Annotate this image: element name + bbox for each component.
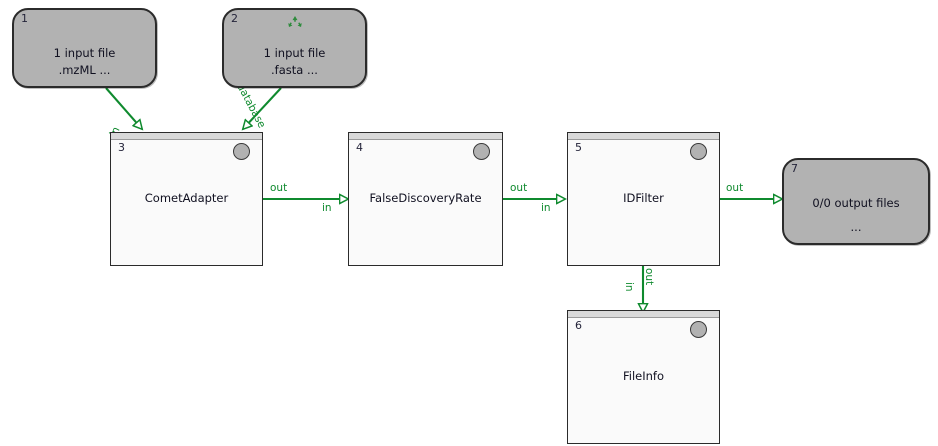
node-tool-cometadapter[interactable]: 3 CometAdapter: [110, 132, 263, 266]
node-titlebar: [568, 311, 719, 318]
node-tool-idfilter[interactable]: 5 IDFilter: [567, 132, 720, 266]
edge-input1-to-cometadapter: [105, 87, 142, 129]
port-label-out-idfilter-to-fileinfo: out: [643, 268, 655, 286]
port-label-in-idfilter: in: [541, 202, 551, 214]
node-index-6: 6: [575, 319, 582, 332]
node-input-fasta-count: 1 input file: [263, 46, 326, 60]
node-input-mzml-extension: .mzML ...: [58, 63, 111, 77]
node-tool-idfilter-label: IDFilter: [623, 191, 664, 205]
port-label-database-cometadapter: database: [234, 81, 268, 131]
node-output-files[interactable]: 7 0/0 output files ...: [782, 158, 930, 245]
node-output-extension: ...: [850, 220, 862, 234]
node-tool-falsediscoveryrate-label: FalseDiscoveryRate: [369, 191, 482, 205]
node-output-count: 0/0 output files: [812, 196, 900, 210]
node-index-3: 3: [118, 141, 125, 154]
node-index-4: 4: [356, 141, 363, 154]
node-tool-fileinfo-label: FileInfo: [622, 369, 664, 383]
port-label-out-idfilter-to-output: out: [726, 182, 744, 194]
port-label-out-cometadapter: out: [270, 182, 288, 194]
node-index-5: 5: [575, 141, 582, 154]
recycle-icon: [286, 14, 304, 32]
port-label-out-falsediscoveryrate: out: [510, 182, 528, 194]
node-index-7: 7: [791, 162, 798, 175]
status-indicator-icon[interactable]: [690, 143, 707, 160]
node-index-1: 1: [21, 12, 28, 25]
node-tool-falsediscoveryrate[interactable]: 4 FalseDiscoveryRate: [348, 132, 503, 266]
node-tool-fileinfo[interactable]: 6 FileInfo: [567, 310, 720, 444]
status-indicator-icon[interactable]: [690, 321, 707, 338]
node-input-mzml-count: 1 input file: [53, 46, 116, 60]
node-titlebar: [111, 133, 262, 140]
node-index-2: 2: [231, 12, 238, 25]
status-indicator-icon[interactable]: [233, 143, 250, 160]
status-indicator-icon[interactable]: [473, 143, 490, 160]
node-tool-cometadapter-label: CometAdapter: [144, 191, 229, 205]
node-input-mzml[interactable]: 1 1 input file .mzML ...: [12, 8, 157, 88]
port-label-in-fileinfo: in: [623, 282, 635, 292]
node-input-fasta[interactable]: 2 1 input file .fasta ...: [222, 8, 367, 88]
node-input-fasta-extension: .fasta ...: [271, 63, 318, 77]
node-titlebar: [349, 133, 502, 140]
port-label-in-falsediscoveryrate: in: [322, 202, 332, 214]
node-titlebar: [568, 133, 719, 140]
